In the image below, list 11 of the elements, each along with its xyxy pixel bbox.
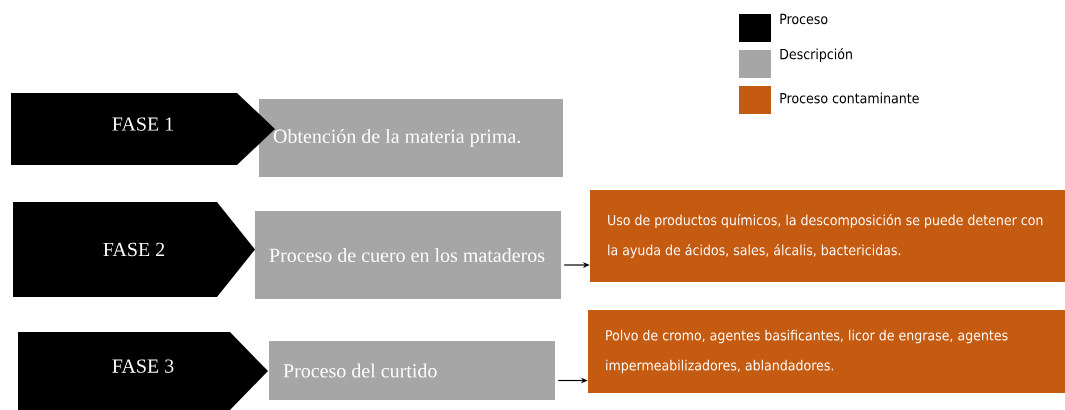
pollutant-box: Uso de productos químicos, la descomposición se puede detener con la ayuda de ácidos, sales, álcalis, bactericidas. xyxy=(590,190,1065,282)
legend-label: Proceso contaminante xyxy=(780,92,919,104)
legend-label: Descripción xyxy=(780,47,852,63)
legend-label: Proceso xyxy=(780,13,828,25)
phase-arrow-box: FASE 3 xyxy=(18,332,268,410)
pollutant-box: Polvo de cromo, agentes basificantes, licor de engrase, agentes impermeabilizadores, ablandadores. xyxy=(588,310,1065,393)
phase-arrow-box: FASE 1 xyxy=(11,93,275,165)
description-box: Proceso de cuero en los mataderos xyxy=(255,211,561,299)
description-box: Obtención de la materia prima. xyxy=(259,99,563,177)
description-box: Proceso del curtido xyxy=(269,341,555,400)
phase-arrow-box: FASE 2 xyxy=(13,202,255,297)
